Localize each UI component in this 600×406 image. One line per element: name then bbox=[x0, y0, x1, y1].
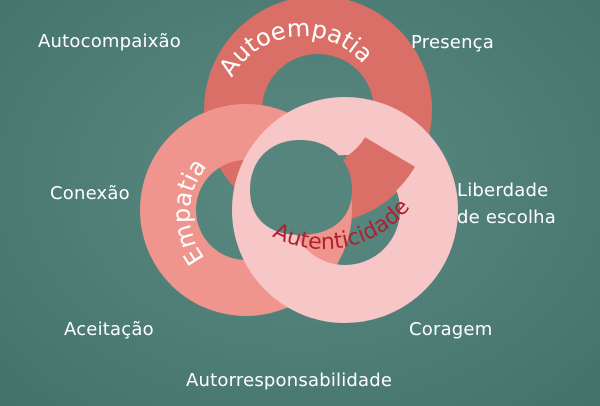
quality-aceitacao: Aceitação bbox=[64, 319, 154, 340]
quality-liberdade-line2: de escolha bbox=[457, 207, 557, 228]
quality-liberdade-line1: Liberdade bbox=[457, 180, 549, 201]
quality-presenca: Presença bbox=[411, 32, 495, 53]
ring-autoempatia-overlap bbox=[344, 136, 415, 207]
quality-autorresponsabilidade: Autorresponsabilidade bbox=[186, 370, 393, 391]
inner-hole bbox=[250, 140, 352, 235]
quality-conexao: Conexão bbox=[50, 183, 130, 204]
quality-coragem: Coragem bbox=[409, 319, 493, 340]
quality-autocompaixao: Autocompaixão bbox=[38, 31, 181, 52]
